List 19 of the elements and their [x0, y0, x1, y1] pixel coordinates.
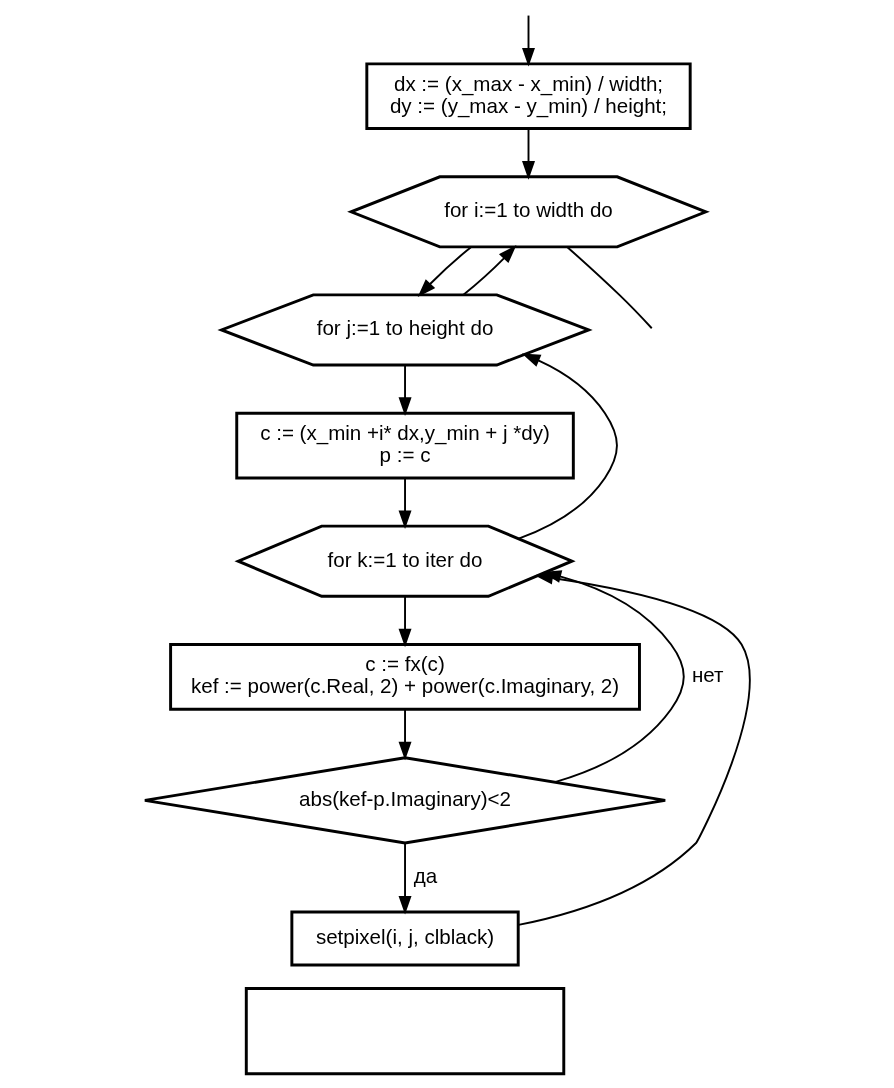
arrow [521, 14, 535, 67]
arrow [517, 353, 618, 540]
edge-label: нет [691, 663, 723, 687]
node-box: c := (x_min +i* dx,y_min + j *dy) p := c [234, 411, 575, 480]
node-box: setpixel(i, j, clblack) [289, 910, 520, 967]
arrow [417, 245, 472, 298]
arrow [398, 477, 412, 530]
node-box: c := fx(c) kef := power(c.Real, 2) + power(c.Imaginary, 2) [168, 643, 641, 711]
arrow [398, 708, 412, 761]
arrow [398, 364, 412, 416]
connector [565, 246, 653, 330]
node-box: dx := (x_max - x_min) / width; dy := (y_max - y_min) / height; [364, 62, 692, 130]
node-diamond: abs(kef-p.Imaginary)<2 [142, 756, 667, 845]
arrow [398, 842, 412, 915]
arrow [462, 245, 516, 296]
arrow [398, 595, 412, 648]
edge-label: да [413, 863, 437, 887]
arrow [521, 128, 535, 180]
node-box [244, 987, 565, 1076]
